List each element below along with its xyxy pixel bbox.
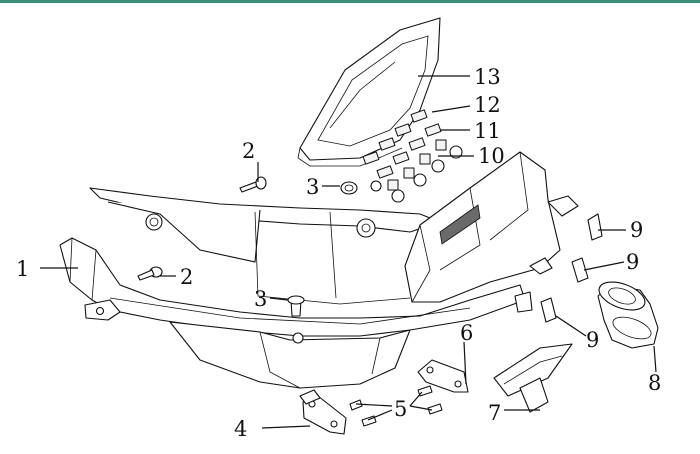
part-1-body-panel bbox=[59, 151, 579, 389]
callout-8: 8 bbox=[648, 371, 661, 395]
exploded-parts-diagram: 1 2 2 3 3 4 5 6 7 8 9 9 9 10 11 12 13 bbox=[16, 17, 661, 441]
part-10-screws bbox=[370, 145, 463, 203]
part-6-plate bbox=[417, 359, 469, 393]
callout-4: 4 bbox=[234, 417, 247, 441]
callout-3-upper: 3 bbox=[306, 175, 319, 199]
callout-1: 1 bbox=[16, 257, 29, 281]
part-11-nuts bbox=[387, 139, 447, 191]
part-7-socket-bracket bbox=[493, 343, 573, 413]
part-2-pin-upper bbox=[239, 176, 267, 193]
callout-6: 6 bbox=[460, 321, 473, 345]
callout-9-top: 9 bbox=[630, 218, 643, 242]
part-9-clip-middle bbox=[571, 257, 589, 283]
callout-11: 11 bbox=[474, 119, 501, 143]
part-8-power-socket bbox=[597, 281, 659, 349]
part-12-clips bbox=[362, 109, 442, 179]
callout-2-lower: 2 bbox=[180, 265, 193, 289]
part-9-clip-top bbox=[587, 213, 603, 241]
callout-9-middle: 9 bbox=[626, 250, 639, 274]
accent-bar bbox=[0, 0, 700, 3]
leader-lines bbox=[40, 75, 657, 429]
callout-9-bottom: 9 bbox=[586, 328, 599, 352]
callout-7: 7 bbox=[488, 401, 501, 425]
callout-2-upper: 2 bbox=[242, 139, 255, 163]
callout-12: 12 bbox=[474, 93, 501, 117]
part-3-grommet-upper bbox=[340, 181, 358, 195]
part-9-clip-bottom bbox=[540, 297, 557, 323]
callout-10: 10 bbox=[478, 144, 505, 168]
part-4-bracket bbox=[299, 389, 347, 435]
callout-3-lower: 3 bbox=[254, 287, 267, 311]
callout-13: 13 bbox=[474, 65, 501, 89]
callout-5: 5 bbox=[394, 397, 407, 421]
part-3-grommet-lower bbox=[287, 295, 305, 317]
part-2-pin-lower bbox=[137, 266, 163, 281]
